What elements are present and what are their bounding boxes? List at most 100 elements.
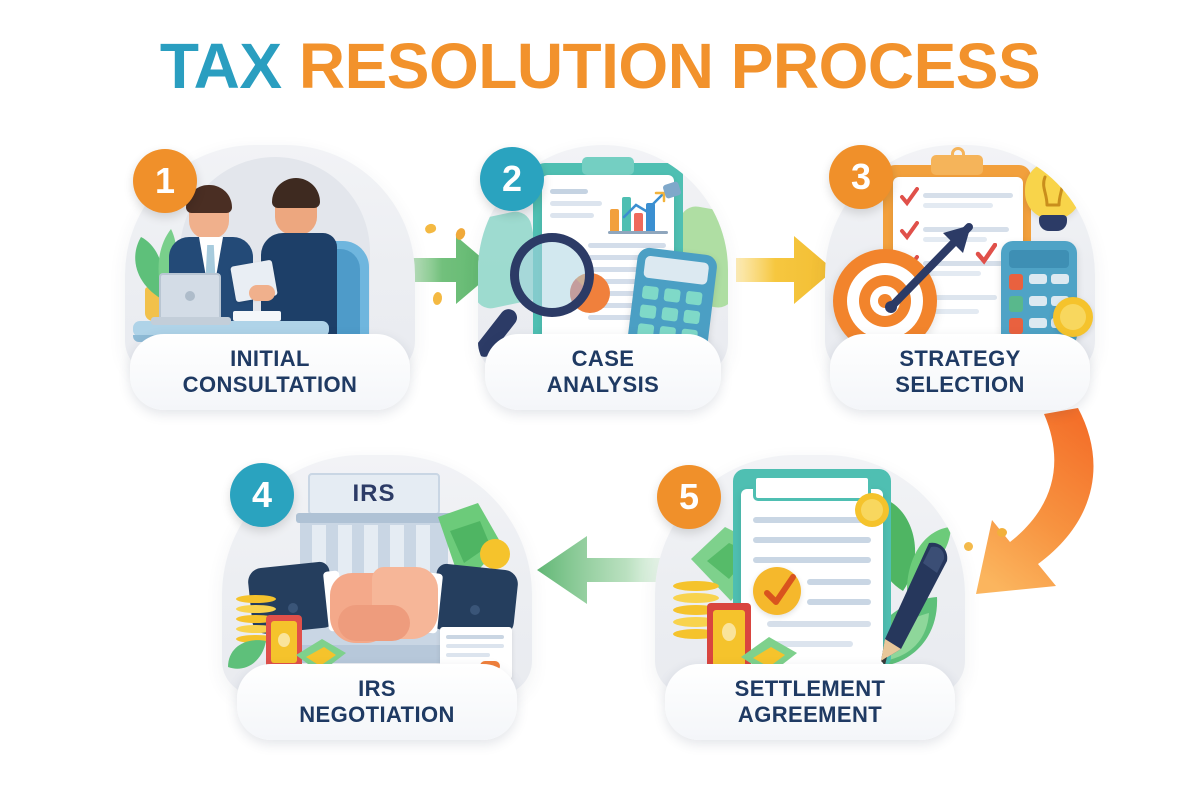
arrow-dart-icon: [885, 223, 973, 313]
step-illustration-settlement-agreement: [655, 455, 965, 695]
coin-stack: [236, 605, 276, 613]
checklist-line: [923, 203, 993, 208]
step-label-line1: STRATEGY: [899, 345, 1021, 371]
step-label-line1: SETTLEMENT: [734, 675, 886, 701]
step-badge-3[interactable]: 3: [829, 145, 893, 209]
checklist-line: [923, 261, 1003, 266]
doc-line: [446, 635, 504, 639]
coin-icon: [480, 539, 510, 569]
doc-line: [588, 291, 650, 296]
step-number: 1: [154, 160, 176, 201]
checklist-line: [923, 193, 1013, 198]
coin-stack: [236, 625, 276, 633]
person-right-hand: [249, 285, 275, 301]
step-label-4[interactable]: IRS NEGOTIATION: [237, 664, 517, 740]
step-label-line1: CASE: [571, 345, 635, 371]
coin-inner: [861, 499, 883, 521]
money-bill-icon: [438, 503, 502, 587]
step-label-5[interactable]: SETTLEMENT AGREEMENT: [665, 664, 955, 740]
laptop-logo-icon: [185, 291, 195, 301]
doc-line: [753, 557, 871, 563]
checklist-line: [923, 295, 997, 300]
sleeve-button-left: [288, 603, 298, 613]
doc-line: [753, 537, 871, 543]
handshake-fingers: [338, 605, 410, 641]
coin-stack: [236, 635, 276, 643]
step-label-2[interactable]: CASE ANALYSIS: [485, 334, 721, 410]
step-number: 4: [251, 474, 273, 515]
money-card-seal: [722, 623, 736, 641]
doc-line: [767, 621, 871, 627]
step-label-3[interactable]: STRATEGY SELECTION: [830, 334, 1090, 410]
coin-fleck-f: [964, 542, 973, 551]
doc-line: [588, 267, 658, 272]
step-badge-4[interactable]: 4: [230, 463, 294, 527]
arrow-step1-to-step2: [398, 236, 496, 304]
step-label-line2: CONSULTATION: [182, 372, 358, 397]
arrow-step5-to-step4: [537, 536, 675, 604]
checklist-line: [923, 271, 981, 276]
checkmark-icon: [900, 221, 919, 241]
laptop-base: [151, 317, 231, 325]
doc-line: [807, 599, 871, 605]
doc-line: [550, 201, 602, 206]
step-badge-5[interactable]: 5: [657, 465, 721, 529]
doc-line: [588, 279, 668, 284]
desk-papers: [233, 311, 281, 321]
page-title: TAX RESOLUTION PROCESS: [0, 34, 1200, 98]
step-card-2[interactable]: CASE ANALYSIS 2: [478, 145, 728, 410]
clipboard-clip-icon: [582, 157, 634, 175]
step-card-4[interactable]: IRS: [222, 455, 532, 740]
arrow-step3-to-step5: [976, 408, 1094, 594]
doc-line: [446, 653, 490, 657]
step-badge-1[interactable]: 1: [133, 149, 197, 213]
bar-chart-icon: [606, 187, 668, 234]
step-label-line1: INITIAL: [230, 345, 310, 371]
clipboard-clip-icon: [931, 155, 983, 175]
step-label-line2: NEGOTIATION: [299, 702, 455, 727]
step-number: 3: [850, 156, 872, 197]
step-label-line1: IRS: [358, 675, 396, 701]
title-word-tax: TAX: [159, 30, 282, 102]
irs-sign-text: IRS: [352, 480, 396, 507]
coin-stack: [673, 605, 719, 615]
checkmark-icon: [900, 187, 919, 207]
step-label-line2: ANALYSIS: [546, 372, 660, 397]
leaf-icon: [228, 640, 266, 669]
money-bills-left-icon: [296, 639, 346, 673]
checkmark-icon: [764, 574, 796, 605]
lightbulb-base: [1039, 215, 1067, 231]
irs-building-column: [338, 525, 352, 581]
coin-inner: [1060, 304, 1086, 330]
step-label-line2: SELECTION: [895, 372, 1025, 397]
step-number: 5: [678, 476, 700, 517]
coin-stack: [236, 615, 276, 623]
doc-line: [753, 517, 871, 523]
step-card-1[interactable]: INITIAL CONSULTATION 1: [125, 145, 415, 410]
doc-line: [588, 255, 670, 260]
clipboard-ring-icon: [951, 147, 965, 159]
pen-icon: [881, 542, 948, 665]
arrow-step2-to-step3: [736, 236, 834, 304]
coin-stack: [673, 617, 719, 627]
doc-line: [767, 641, 853, 647]
step-card-3[interactable]: STRATEGY SELECTION 3: [825, 145, 1095, 410]
irs-building-sign: IRS: [308, 473, 440, 515]
step-badge-2[interactable]: 2: [480, 147, 544, 211]
doc-line: [807, 579, 871, 585]
checkmark-icon: [975, 243, 997, 265]
irs-building-column: [364, 525, 378, 581]
step-label-1[interactable]: INITIAL CONSULTATION: [130, 334, 410, 410]
money-card-seal: [278, 633, 290, 647]
desk-top: [133, 321, 329, 337]
step-card-5[interactable]: SETTLEMENT AGREEMENT 5: [655, 455, 965, 740]
doc-line: [588, 303, 664, 308]
doc-line: [550, 189, 588, 194]
doc-line: [446, 644, 504, 648]
doc-line: [550, 213, 594, 218]
coin-stack: [673, 593, 719, 603]
sleeve-button-right: [470, 605, 480, 615]
step-illustration-case-analysis: [478, 145, 728, 375]
title-word-rest: RESOLUTION PROCESS: [298, 30, 1041, 102]
